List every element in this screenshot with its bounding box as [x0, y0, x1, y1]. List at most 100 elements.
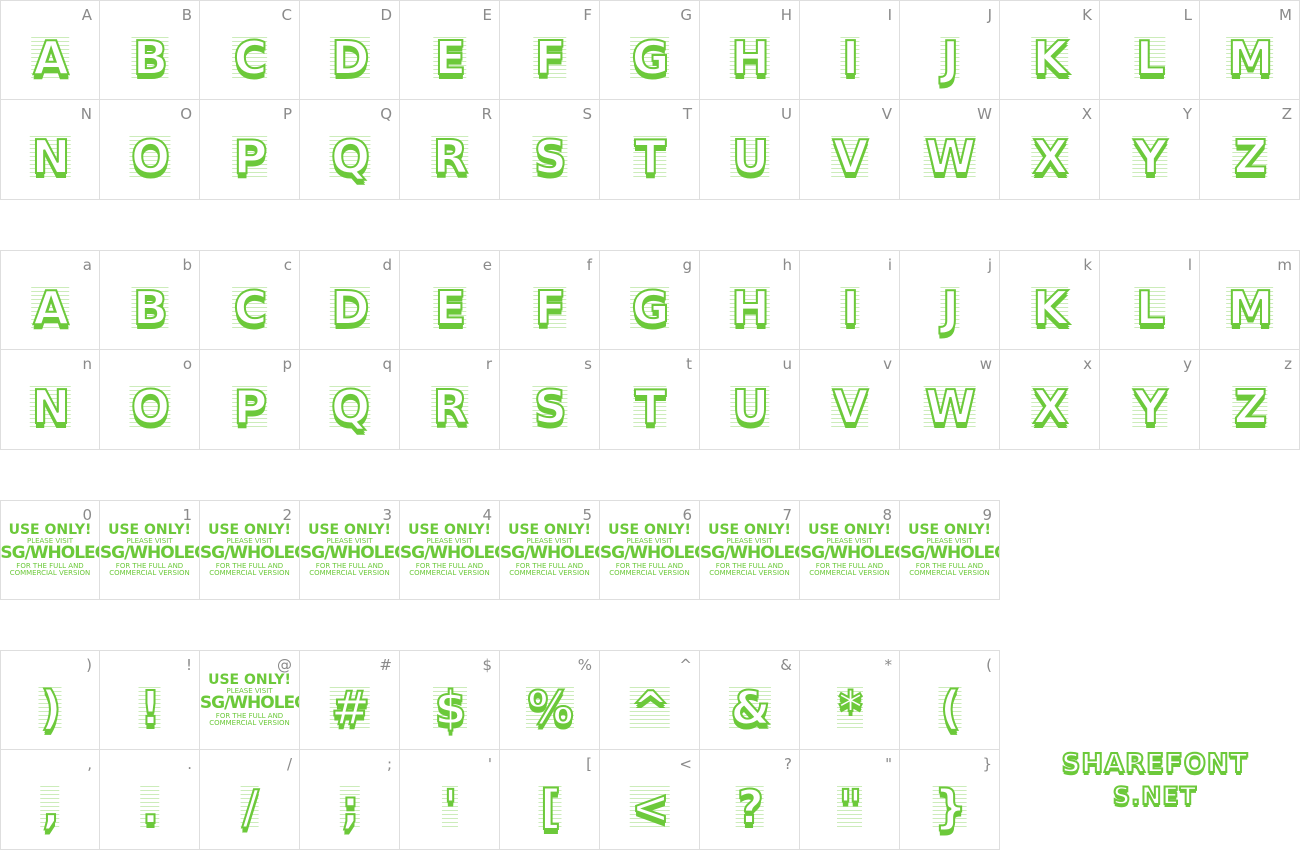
glyph-preview: M [1225, 30, 1274, 85]
demo-notice-line5: COMMERCIAL VERSION [109, 569, 190, 578]
demo-notice-line2: PLEASE VISIT [126, 536, 173, 545]
glyph-key-label: X [1081, 105, 1092, 123]
demo-notice-line5: COMMERCIAL VERSION [909, 569, 990, 578]
demo-notice: USE ONLY!PLEASE VISITN.SG/WHOLECAFOR THE… [100, 523, 199, 578]
glyph-key-label: n [82, 355, 92, 373]
demo-notice-line2: PLEASE VISIT [726, 536, 773, 545]
glyph-preview: . [139, 780, 160, 835]
glyph-preview: F [532, 280, 567, 335]
glyph-cell: ,, [0, 750, 100, 850]
glyph-preview: N [29, 130, 71, 185]
glyph-key-label: ? [784, 755, 792, 773]
glyph-preview: P [231, 130, 268, 185]
demo-notice-line1: USE ONLY! [108, 522, 191, 538]
glyph-preview: % [525, 680, 575, 735]
glyph-key-label: i [887, 256, 892, 274]
glyph-cell: // [200, 750, 300, 850]
glyph-preview: S [531, 130, 568, 185]
glyph-preview: Z [1231, 380, 1268, 435]
glyph-key-label: Q [380, 105, 392, 123]
glyph-preview: X [1030, 130, 1069, 185]
demo-notice-line3: N.SG/WHOLECA [400, 543, 499, 564]
demo-notice-line2: PLEASE VISIT [226, 536, 273, 545]
demo-notice-line1: USE ONLY! [8, 522, 92, 538]
glyph-key-label: c [283, 256, 292, 274]
demo-notice: USE ONLY!PLEASE VISITN.SG/WHOLECAFOR THE… [700, 523, 799, 578]
glyph-cell: .. [100, 750, 200, 850]
glyph-key-label: l [1187, 256, 1192, 274]
demo-notice-line1: USE ONLY! [508, 522, 591, 538]
glyph-preview: ) [38, 680, 63, 735]
demo-notice-line1: USE ONLY! [208, 522, 291, 538]
demo-notice-line4: FOR THE FULL AND [815, 561, 884, 570]
demo-notice-line3: N.SG/WHOLECA [700, 543, 799, 564]
glyph-key-label: G [680, 6, 692, 24]
glyph-key-label: L [1183, 6, 1192, 24]
glyph-preview: * [836, 680, 864, 735]
glyph-key-label: 4 [482, 506, 492, 524]
glyph-key-label: z [1284, 355, 1292, 373]
glyph-cell: ## [300, 650, 400, 750]
demo-notice: USE ONLY!PLEASE VISITN.SG/WHOLECAFOR THE… [900, 523, 999, 578]
glyph-cell: )) [0, 650, 100, 750]
glyph-preview: H [729, 30, 771, 85]
glyph-key-label: p [282, 355, 292, 373]
glyph-key-label: m [1277, 256, 1292, 274]
glyph-preview: Z [1231, 130, 1268, 185]
glyph-key-label: N [80, 105, 92, 123]
demo-notice-line1: USE ONLY! [908, 522, 991, 538]
demo-notice-line5: COMMERCIAL VERSION [309, 569, 390, 578]
glyph-preview: ! [138, 680, 162, 735]
demo-notice-line3: N.SG/WHOLECA [200, 543, 299, 564]
demo-notice-line5: COMMERCIAL VERSION [509, 569, 590, 578]
glyph-key-label: 1 [182, 506, 192, 524]
glyph-preview: A [31, 280, 70, 335]
glyph-preview: ' [441, 780, 459, 835]
glyph-key-label: O [180, 105, 192, 123]
glyph-key-label: t [686, 355, 692, 373]
glyph-key-label: 3 [382, 506, 392, 524]
glyph-key-label: q [382, 355, 392, 373]
glyph-preview: , [40, 780, 61, 835]
glyph-preview: # [329, 680, 371, 735]
glyph-preview: Q [328, 380, 371, 435]
demo-notice: USE ONLY!PLEASE VISITN.SG/WHOLECAFOR THE… [1, 523, 99, 578]
glyph-key-label: j [987, 256, 992, 274]
glyph-key-label: 9 [982, 506, 992, 524]
glyph-key-label: / [286, 755, 292, 773]
glyph-key-label: e [482, 256, 492, 274]
demo-notice-line3: N.SG/WHOLECA [200, 693, 299, 714]
glyph-cell: '' [400, 750, 500, 850]
demo-notice-line1: USE ONLY! [208, 672, 291, 688]
glyph-key-label: D [380, 6, 392, 24]
glyph-key-label: , [87, 755, 92, 773]
demo-notice-line4: FOR THE FULL AND [715, 561, 784, 570]
glyph-key-label: H [780, 6, 792, 24]
glyph-preview: L [1133, 30, 1166, 85]
glyph-key-label: ! [185, 656, 192, 674]
glyph-key-label: I [887, 6, 892, 24]
demo-notice-line3: N.SG/WHOLECA [100, 543, 199, 564]
glyph-preview: Y [1131, 130, 1168, 185]
